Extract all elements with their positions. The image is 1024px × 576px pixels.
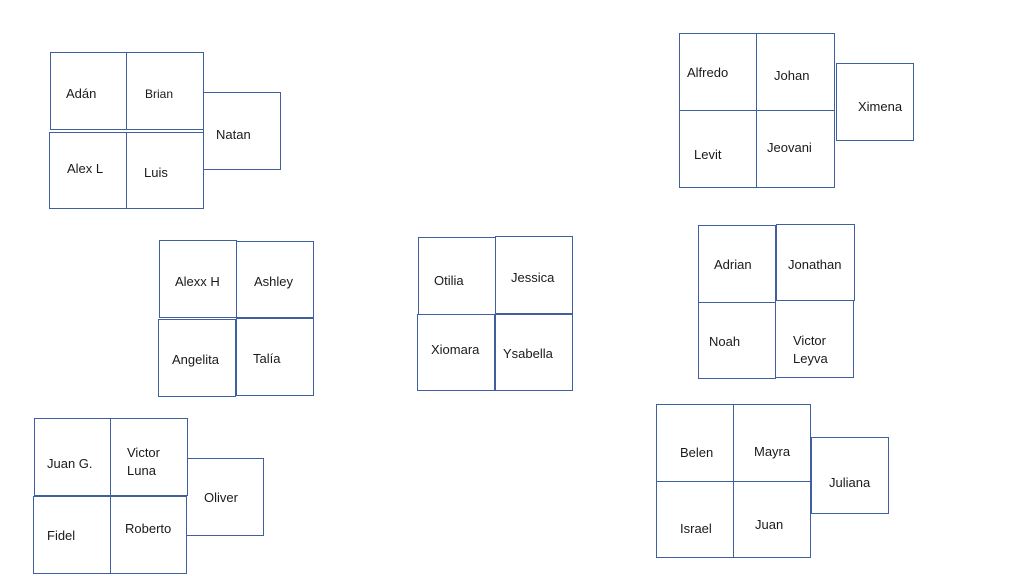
desk-label-xiomara: Xiomara [431,342,480,357]
desk-label-adrian: Adrian [714,257,752,272]
desk-box [756,33,835,111]
desk-label-oliver: Oliver [204,490,238,505]
desk-box [126,52,204,130]
desk-box [776,224,855,301]
desk-label-roberto: Roberto [125,521,172,536]
desk-box [50,52,127,130]
desk-box [679,110,757,188]
desk-label-alfredo: Alfredo [687,65,729,80]
desk-label-fidel: Fidel [47,528,76,543]
desk-box [110,418,188,496]
desk-label-jeovani: Jeovani [767,140,812,155]
desk-label-belen: Belen [680,445,714,460]
desk-box [495,236,573,314]
desk-label-otilia: Otilia [434,273,464,288]
desk-box [495,314,573,391]
desk-label-victor-leyva-line2: Leyva [793,351,828,366]
desk-label-johan: Johan [774,68,810,83]
desk-label-jessica: Jessica [511,270,555,285]
desk-label-talia: Talía [253,351,281,366]
desk-label-alex-l: Alex L [67,161,104,176]
desk-label-mayra: Mayra [754,444,791,459]
desk-box [236,241,314,318]
desk-box [733,404,811,482]
desk-label-juan: Juan [755,517,784,532]
desk-box [698,302,776,379]
desk-label-israel: Israel [680,521,712,536]
desk-label-ximena: Ximena [858,99,903,114]
desk-label-noah: Noah [709,334,741,349]
desk-box [236,318,314,396]
desk-box [733,481,811,558]
desk-label-levit: Levit [694,147,722,162]
desk-label-angelita: Angelita [172,352,219,367]
desk-box [417,314,495,391]
desk-label-adan: Adán [66,86,97,101]
desk-box [756,110,835,188]
desk-label-jonathan: Jonathan [788,257,842,272]
desk-box [110,496,187,574]
desk-box [836,63,914,141]
desk-label-juan-g: Juan G. [47,456,93,471]
desk-box [158,319,236,397]
desk-label-victor-luna: Victor [127,445,160,460]
desk-label-ysabella: Ysabella [503,346,553,361]
desk-box [775,300,854,378]
desk-label-juliana: Juliana [829,475,871,490]
desk-box [203,92,281,170]
desk-label-luis: Luis [144,165,168,180]
desk-label-alexx-h: Alexx H [175,274,220,289]
desk-label-ashley: Ashley [254,274,294,289]
desk-label-victor-leyva: Victor [793,333,826,348]
desk-box [811,437,889,514]
desk-box [698,225,776,303]
desk-label-victor-luna-line2: Luna [127,463,156,478]
desk-label-natan: Natan [216,127,251,142]
desk-box [679,33,757,111]
desk-box [656,404,734,482]
desk-box [126,132,204,209]
desk-label-brian: Brian [145,87,174,101]
desk-box [186,458,264,536]
